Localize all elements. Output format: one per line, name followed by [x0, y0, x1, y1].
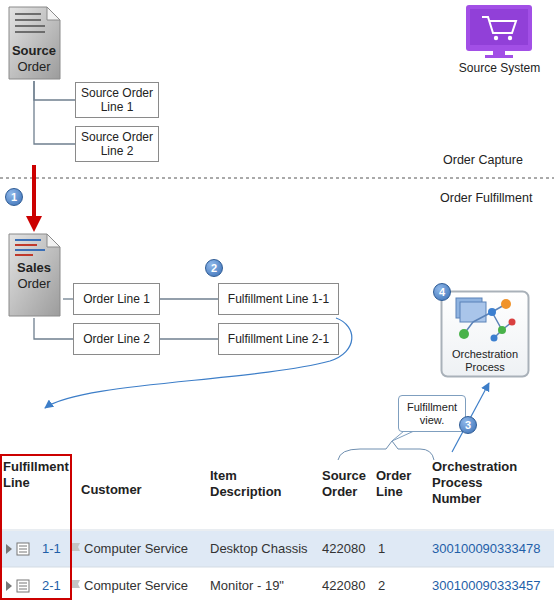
- row-divider: [0, 567, 554, 568]
- node-text: Fulfillment view.: [402, 401, 462, 427]
- cart-icon: [482, 17, 516, 33]
- table-cell: 422080: [322, 578, 365, 594]
- table-cell: Monitor - 19": [210, 578, 284, 594]
- icon-dot: [501, 299, 511, 309]
- monitor-screen: [470, 9, 528, 45]
- expand-triangle: [6, 544, 12, 554]
- node-text: Source System: [459, 61, 540, 75]
- table-link: 300100090333457: [432, 578, 540, 594]
- page-outline: [9, 7, 60, 79]
- process-box: Fulfillment Line 1-1: [218, 283, 339, 315]
- document-icon: SourceOrder: [5, 5, 63, 81]
- page-fold: [47, 234, 60, 247]
- table-cell: 422080: [322, 541, 365, 557]
- system-icon: Source System: [452, 5, 547, 79]
- table-cell: Computer Service: [84, 578, 188, 594]
- boundary-line: [0, 178, 554, 179]
- column-header: Orchestration Process Number: [432, 459, 524, 507]
- page-fold: [47, 7, 60, 20]
- highlight-box: [1, 455, 71, 599]
- icon-dot: [459, 329, 469, 339]
- row-icon: [17, 580, 29, 592]
- cart-wheel: [494, 36, 498, 40]
- flag-icon: [72, 543, 80, 551]
- table-cell: Desktop Chassis: [210, 541, 308, 557]
- process-box: Fulfillment Line 2-1: [218, 323, 339, 355]
- section-label: Order Capture: [443, 153, 523, 168]
- process-box: Source Order Line 2: [75, 126, 159, 162]
- process-box: Order Line 1: [73, 283, 160, 315]
- table-cell: Computer Service: [84, 541, 188, 557]
- column-header: Item Description: [210, 468, 300, 500]
- page-outline: [9, 234, 60, 316]
- icon-dot: [488, 308, 496, 316]
- expand-triangle: [6, 581, 12, 591]
- tree-connector: [34, 81, 75, 144]
- icon-dot: [509, 319, 516, 326]
- row-divider: [0, 530, 554, 531]
- callout-number: 1: [5, 188, 23, 206]
- node-text: Fulfillment Line 1-1: [228, 292, 329, 306]
- table-cell: 2: [378, 578, 385, 594]
- flag-icon: [72, 580, 80, 588]
- row-highlight: [0, 531, 554, 567]
- node-text: Fulfillment Line 2-1: [228, 332, 329, 346]
- icon-panel: [460, 302, 486, 322]
- table-link: 300100090333478: [432, 541, 540, 557]
- process-box: Source Order Line 1: [75, 82, 159, 118]
- icon-frame: [442, 292, 529, 377]
- flow-arrow: [32, 81, 36, 232]
- document-icon: SalesOrder: [5, 232, 63, 318]
- process-box: Order Line 2: [73, 323, 160, 355]
- table-link: 2-1: [42, 578, 61, 594]
- tree-connector: [63, 298, 73, 299]
- node-text: Source Order Line 1: [79, 86, 155, 114]
- column-header: Fulfillment Line: [3, 459, 71, 491]
- node-text: Source Order Line 2: [79, 130, 155, 158]
- page-lines: [15, 245, 37, 255]
- column-bracket: [338, 441, 434, 460]
- tree-connector: [160, 298, 218, 299]
- node-text: Order: [17, 59, 50, 75]
- icon-links: [464, 304, 512, 338]
- process-icon: Orchestration Process: [440, 290, 530, 378]
- page-lines: [15, 14, 45, 32]
- icon-dot: [498, 326, 506, 334]
- leader-arrow: [45, 318, 352, 408]
- row-icon-lines: [19, 546, 27, 552]
- node-text: Source: [12, 43, 56, 59]
- callout-number: 3: [459, 416, 477, 434]
- callout-number: 4: [433, 283, 451, 301]
- icon-dot: [491, 335, 498, 342]
- row-icon-lines: [19, 583, 27, 589]
- node-text: Order: [17, 276, 50, 292]
- callout-note: Fulfillment view.: [398, 395, 466, 432]
- tree-connector: [34, 318, 73, 339]
- callout-number: 2: [205, 259, 223, 277]
- column-header: Source Order: [322, 468, 377, 500]
- monitor-base: [485, 55, 513, 58]
- tree-connector: [34, 81, 75, 100]
- tree-connector: [160, 338, 218, 339]
- cart-wheel: [508, 36, 512, 40]
- node-text: Order Line 1: [83, 292, 150, 306]
- node-text: Order Line 2: [83, 332, 150, 346]
- table-cell: 1: [378, 541, 385, 557]
- callout-tail: [392, 431, 414, 441]
- column-header: Order Line: [376, 468, 424, 500]
- section-label: Order Fulfillment: [440, 191, 532, 206]
- node-text: Sales: [17, 260, 51, 276]
- column-header: Customer: [81, 482, 191, 498]
- node-text: Orchestration Process: [444, 348, 526, 374]
- table-link: 1-1: [42, 541, 61, 557]
- row-icon: [17, 543, 29, 555]
- monitor-frame: [466, 5, 532, 51]
